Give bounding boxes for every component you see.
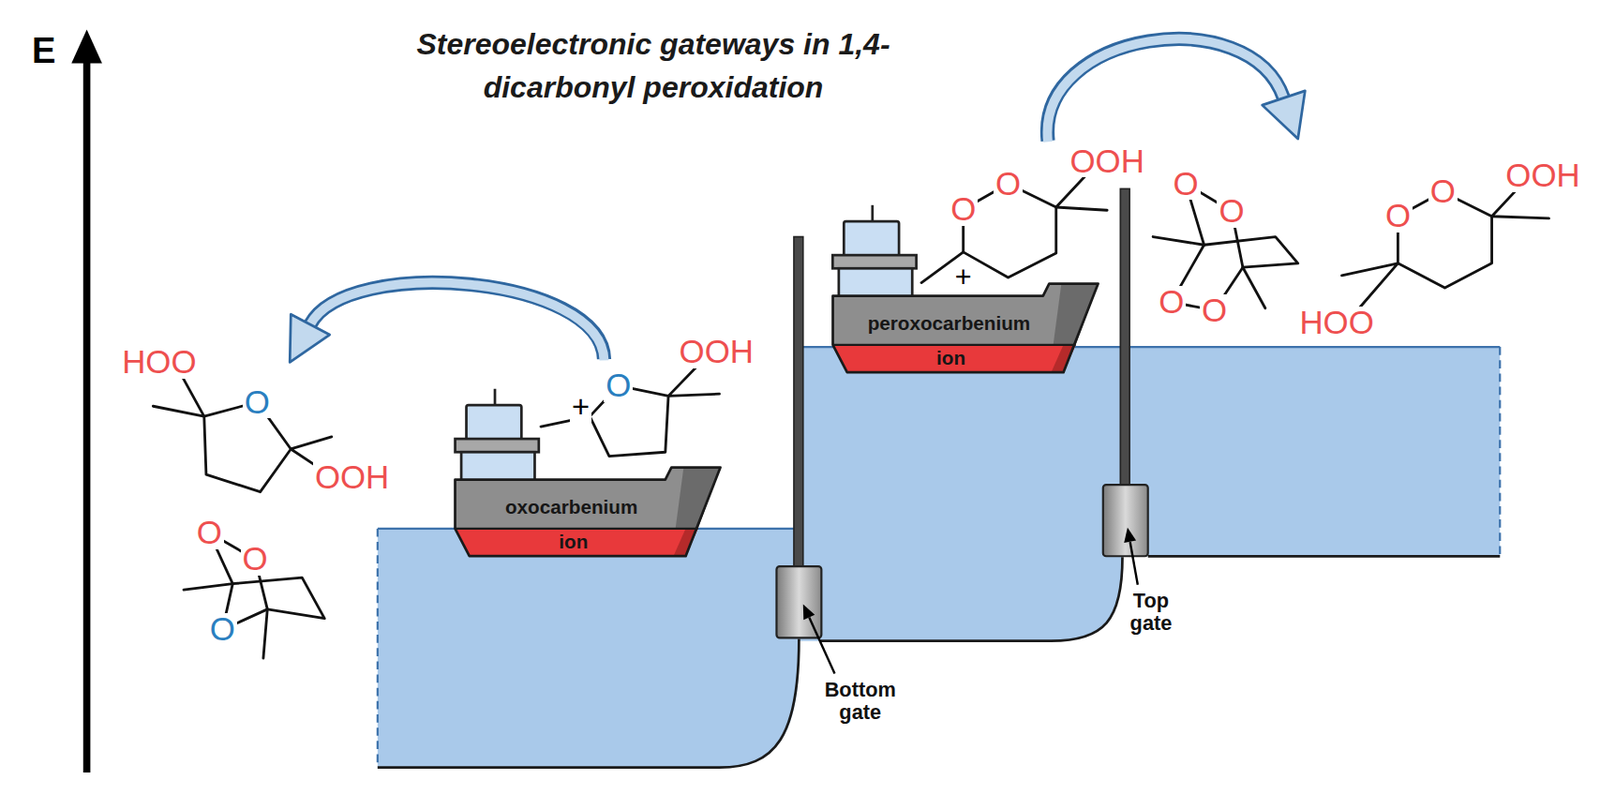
axis-label: E [31,32,56,69]
atom-label: OOH [313,461,391,494]
boat-hull-shape [832,284,1098,374]
charge-label: + [569,391,592,423]
energy-axis [71,29,103,64]
leader-arrows [1123,527,1137,543]
boat-hull-shape [832,343,1076,346]
atom-label: HOO [1297,306,1376,340]
curved-arrows [1046,39,1284,143]
atom-label: O [603,369,633,403]
water-surface [1498,346,1501,556]
molecule-bonds [232,577,325,619]
boat-name: peroxocarbenium [867,314,1031,334]
molecule-bonds [1204,237,1299,269]
basin-outline [377,555,1500,767]
energy-axis [71,29,103,773]
molecule-bonds [152,375,204,418]
atom-label: HOO [119,345,198,379]
atom-label: O [1383,199,1413,233]
boat-hull-shape [675,467,721,529]
curved-arrows [310,283,605,361]
molecule-bonds [263,609,268,658]
boat-hull: oxocarbenium ion [448,461,725,560]
atom-label: O [1216,194,1246,228]
water [1121,346,1500,556]
atom-label: OOH [1068,145,1147,179]
energy-axis [83,57,91,773]
boat-label: ion [936,348,966,369]
curved-arrows [289,314,329,362]
molecule-bonds [1152,237,1204,246]
diagram-title: Stereoelectronic gateways in 1,4-dicarbo… [390,22,916,110]
boat-superstructure [455,438,539,452]
molecule-bonds [152,175,1549,658]
basin-outline [377,638,800,767]
molecule-bonds [668,365,719,397]
boat-superstructure [832,205,916,298]
water [798,346,1122,642]
atom-label: O [240,542,270,576]
boat-hull-shape [455,467,721,557]
water-surface [377,527,794,530]
boat-superstructure [466,404,523,440]
atom-label: O [1170,167,1200,201]
boat-hull-shape [1052,284,1098,345]
water-surface [376,528,379,768]
basin-outline [1148,554,1501,558]
leader-arrows [803,603,816,620]
lock-gates [776,188,1148,638]
atom-label: O [948,193,978,226]
lock-gates [1120,188,1130,486]
leader-arrows [1130,541,1138,585]
boat-hull-shape [832,284,1098,345]
boat-hull-shape [455,527,699,530]
charge-label: + [953,262,974,291]
water [377,528,800,768]
molecule-bonds [1056,175,1107,210]
gate-label: Bottom gate [824,678,897,725]
boat-superstructure [455,388,539,481]
boat-superstructure [461,451,535,480]
atom-label: O [208,613,238,646]
gate-label: Top gate [1130,589,1173,636]
curved-arrows [1262,90,1306,139]
lock-gates [1103,484,1149,556]
atom-label: O [242,386,272,419]
leader-arrows [803,527,1138,674]
atom-label: OOH [677,335,756,369]
atom-label: O [1428,175,1458,209]
boat-superstructure [493,388,497,407]
boat-label: ion [558,532,588,553]
water-surface [1129,345,1500,348]
boat-hull: peroxocarbenium ion [826,277,1103,376]
molecule-bonds [183,583,233,591]
boat-name: oxocarbenium [505,497,638,518]
boat-hull-shape [832,344,1076,373]
atom-label: O [194,516,225,550]
water [377,346,1500,767]
basin-outline [820,556,1122,641]
atom-label: O [993,167,1023,201]
water-surface [377,346,1500,767]
molecule-bonds [1342,263,1399,309]
leader-arrows [808,617,835,674]
atom-label: O [1156,285,1186,319]
boat-hull-shape [455,528,699,556]
atom-label: O [1199,294,1229,328]
boat-hull-shape [455,467,721,529]
atom-label: OOH [1503,159,1582,193]
lock-gates [793,237,804,569]
molecule-bonds [1242,267,1266,309]
